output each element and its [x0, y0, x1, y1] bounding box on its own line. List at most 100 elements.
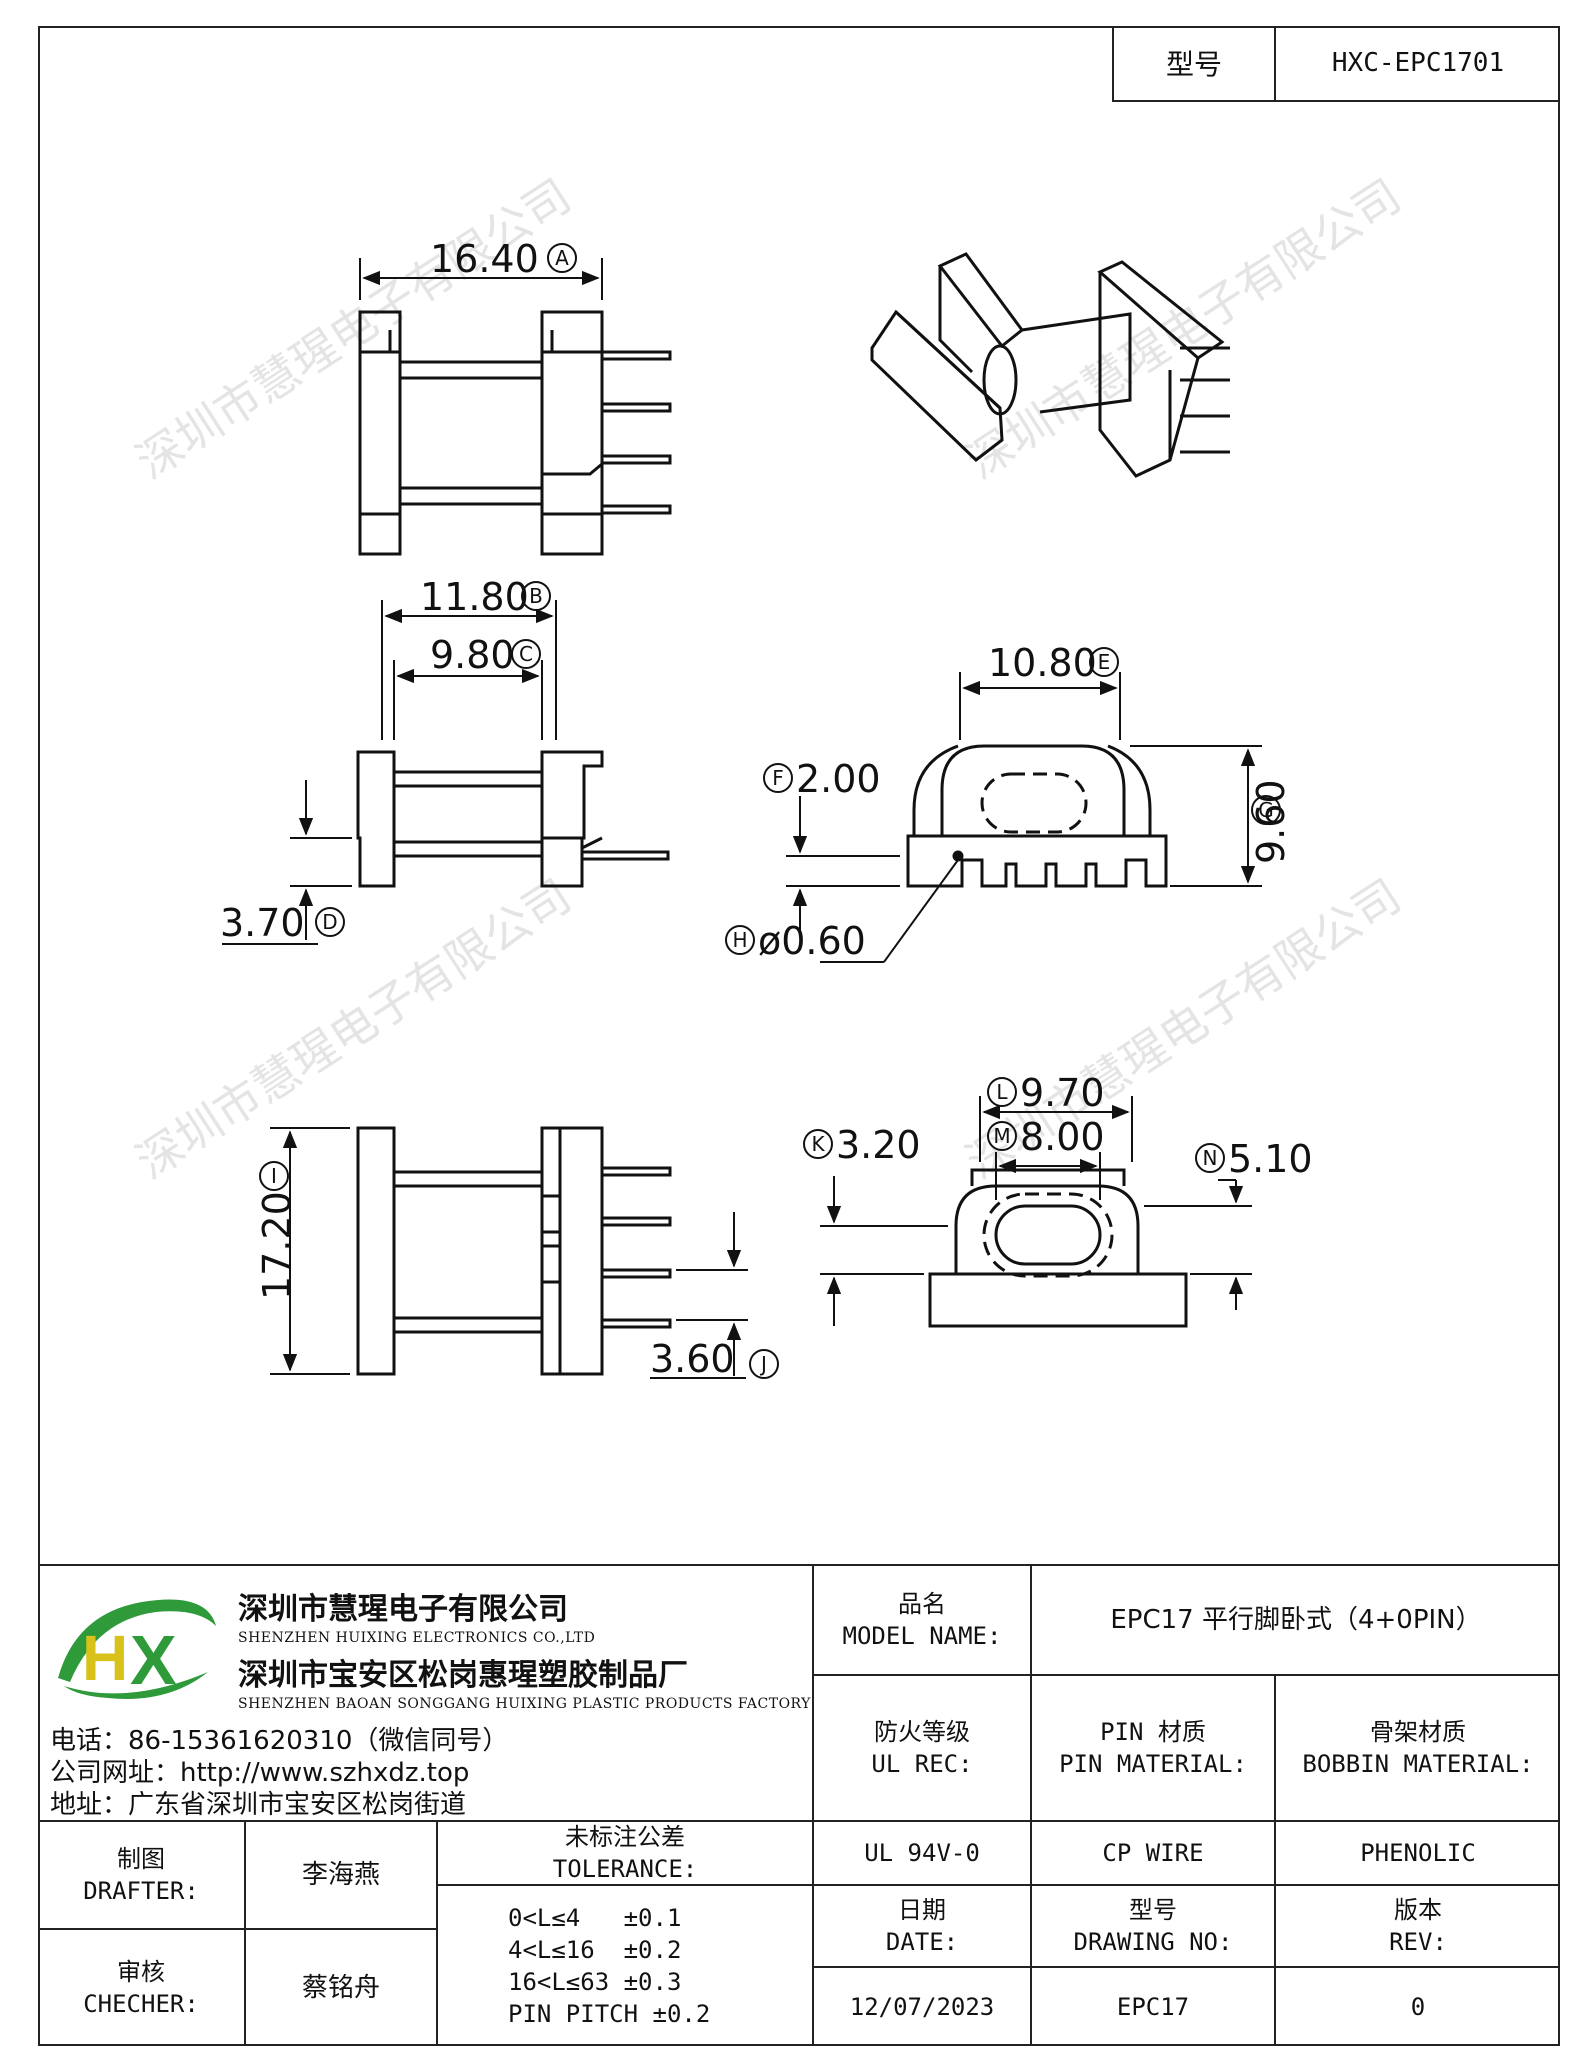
watermark-group: 深圳市慧瑆电子有限公司 深圳市慧瑆电子有限公司 深圳市慧瑆电子有限公司 深圳市慧… — [127, 168, 1411, 1189]
end-view — [820, 1096, 1252, 1328]
model-number-box: 型号 HXC-EPC1701 — [1112, 26, 1560, 102]
checker-label-en: CHECHER: — [83, 1990, 199, 2018]
front-view — [786, 672, 1262, 963]
bobbin-material-value: PHENOLIC — [1360, 1839, 1476, 1867]
dim-e-mark: E — [1098, 650, 1111, 674]
checker-label: 审核 CHECHER: — [38, 1930, 244, 2046]
drawing-no-value: EPC17 — [1116, 1993, 1190, 2021]
revision-label: 版本 REV: — [1276, 1886, 1560, 1966]
fire-rating-label-cn: 防火等级 — [874, 1718, 970, 1746]
model-name-value: EPC17 平行脚卧式（4+0PIN） — [1110, 1605, 1482, 1635]
tolerance-line-1: 0<L≤4 ±0.1 — [508, 1904, 682, 1932]
pin-material-label: PIN 材质 PIN MATERIAL: — [1032, 1676, 1274, 1820]
date-value: 12/07/2023 — [849, 1993, 995, 2021]
tolerance-label-en: TOLERANCE: — [552, 1855, 698, 1883]
drafter-label: 制图 DRAFTER: — [38, 1822, 244, 1928]
dim-d-value: 3.70 — [220, 901, 305, 945]
model-name-label-cn: 品名 — [898, 1590, 946, 1618]
logo-letter-x: X — [130, 1621, 177, 1699]
tolerance-label: 未标注公差 TOLERANCE: — [438, 1822, 812, 1884]
dim-a-value: 16.40 — [430, 237, 539, 281]
watermark-3: 深圳市慧瑆电子有限公司 — [127, 868, 581, 1189]
company-phone: 电话：86-15361620310（微信同号） — [50, 1726, 509, 1756]
dim-k-mark: K — [811, 1132, 825, 1156]
tolerance-table: 0<L≤4 ±0.1 4<L≤16 ±0.2 16<L≤63 ±0.3 PIN … — [438, 1886, 812, 2046]
tolerance-line-2: 4<L≤16 ±0.2 — [508, 1936, 682, 1964]
drafter-value: 李海燕 — [301, 1860, 380, 1890]
isometric-view — [870, 252, 1230, 478]
company-name-cn: 深圳市慧瑆电子有限公司 — [238, 1592, 568, 1627]
dim-m-mark: M — [993, 1124, 1010, 1148]
title-block: H X 深圳市慧瑆电子有限公司 SHENZHEN HUIXING ELECTRO… — [38, 1564, 1560, 2046]
bobbin-material-label-cn: 骨架材质 — [1370, 1718, 1466, 1746]
logo-swoosh-bottom — [64, 1672, 208, 1699]
drafter-label-en: DRAFTER: — [83, 1877, 199, 1905]
pin-material-value: CP WIRE — [1102, 1839, 1204, 1867]
tolerance-line-4: PIN PITCH ±0.2 — [508, 2000, 711, 2028]
dim-h-mark: H — [732, 928, 747, 952]
top-view — [358, 258, 672, 556]
pin-material-label-cn: PIN 材质 — [1100, 1718, 1206, 1746]
dim-e-value: 10.80 — [988, 641, 1097, 685]
company-address: 地址：广东省深圳市宝安区松岗街道 — [50, 1790, 467, 1820]
model-label: 型号 — [1114, 26, 1276, 100]
company-name-en: SHENZHEN HUIXING ELECTRONICS CO.,LTD — [238, 1630, 596, 1646]
dim-f-mark: F — [772, 766, 784, 790]
dim-g-value: 9.60 — [1249, 779, 1293, 864]
revision-value: 0 — [1410, 1993, 1426, 2021]
model-name-label-en: MODEL NAME: — [842, 1622, 1002, 1650]
dim-a-mark: A — [555, 246, 569, 270]
dim-b-mark: B — [529, 584, 543, 608]
dim-d-mark: D — [322, 910, 337, 934]
model-value: HXC-EPC1701 — [1331, 48, 1505, 78]
dim-h-value: ø0.60 — [758, 919, 866, 963]
pin-material-label-en: PIN MATERIAL: — [1059, 1750, 1247, 1778]
tolerance-label-cn: 未标注公差 — [565, 1823, 685, 1851]
bottom-view — [270, 1126, 748, 1379]
revision-label-cn: 版本 — [1394, 1896, 1442, 1924]
technical-drawing: 深圳市慧瑆电子有限公司 深圳市慧瑆电子有限公司 深圳市慧瑆电子有限公司 深圳市慧… — [127, 168, 1411, 1381]
company-logo: H X — [58, 1599, 216, 1699]
dim-b-value: 11.80 — [420, 575, 529, 619]
checker-value: 蔡铭舟 — [301, 1973, 380, 2003]
date-label: 日期 DATE: — [814, 1886, 1030, 1966]
dim-l-value: 9.70 — [1020, 1071, 1105, 1115]
dim-n-mark: N — [1203, 1146, 1218, 1170]
dimension-labels: 16.40 A 11.80 B 9.80 C 3.70 D 10.80 E F … — [220, 237, 1313, 1381]
dim-j-mark: J — [759, 1352, 767, 1376]
dim-c-value: 9.80 — [430, 633, 515, 677]
dim-i-value: 17.20 — [255, 1191, 299, 1300]
date-label-en: DATE: — [885, 1928, 959, 1956]
dim-l-mark: L — [996, 1080, 1008, 1104]
factory-name-cn: 深圳市宝安区松岗惠瑆塑胶制品厂 — [238, 1658, 688, 1693]
fire-rating-value: UL 94V-0 — [864, 1839, 980, 1867]
company-website: 公司网址：http://www.szhxdz.top — [50, 1758, 470, 1788]
checker-label-cn: 审核 — [117, 1958, 165, 1986]
dim-c-mark: C — [519, 642, 533, 666]
tolerance-line-3: 16<L≤63 ±0.3 — [508, 1968, 682, 1996]
dim-g-mark: G — [1258, 798, 1274, 822]
model-name-label: 品名 MODEL NAME: — [814, 1566, 1030, 1674]
date-label-cn: 日期 — [898, 1896, 946, 1924]
dim-n-value: 5.10 — [1228, 1137, 1313, 1181]
fire-rating-label-en: UL REC: — [871, 1750, 973, 1778]
watermark-1: 深圳市慧瑆电子有限公司 — [127, 168, 581, 489]
drawing-no-label: 型号 DRAWING NO: — [1032, 1886, 1274, 1966]
logo-swoosh-top — [58, 1599, 216, 1682]
dim-k-value: 3.20 — [836, 1123, 921, 1167]
side-view — [222, 600, 670, 945]
revision-label-en: REV: — [1389, 1928, 1447, 1956]
dim-j-value: 3.60 — [650, 1337, 735, 1381]
bobbin-material-label-en: BOBBIN MATERIAL: — [1302, 1750, 1534, 1778]
bobbin-material-label: 骨架材质 BOBBIN MATERIAL: — [1276, 1676, 1560, 1820]
dim-i-mark: I — [271, 1164, 277, 1188]
dim-f-value: 2.00 — [796, 757, 881, 801]
drafter-label-cn: 制图 — [117, 1845, 165, 1873]
logo-letter-h: H — [82, 1622, 128, 1694]
drawing-frame — [38, 26, 1560, 2046]
fire-rating-label: 防火等级 UL REC: — [814, 1676, 1030, 1820]
factory-name-en: SHENZHEN BAOAN SONGGANG HUIXING PLASTIC … — [238, 1696, 811, 1712]
dim-m-value: 8.00 — [1020, 1115, 1105, 1159]
drawing-no-label-en: DRAWING NO: — [1073, 1928, 1233, 1956]
drawing-no-label-cn: 型号 — [1129, 1896, 1177, 1924]
